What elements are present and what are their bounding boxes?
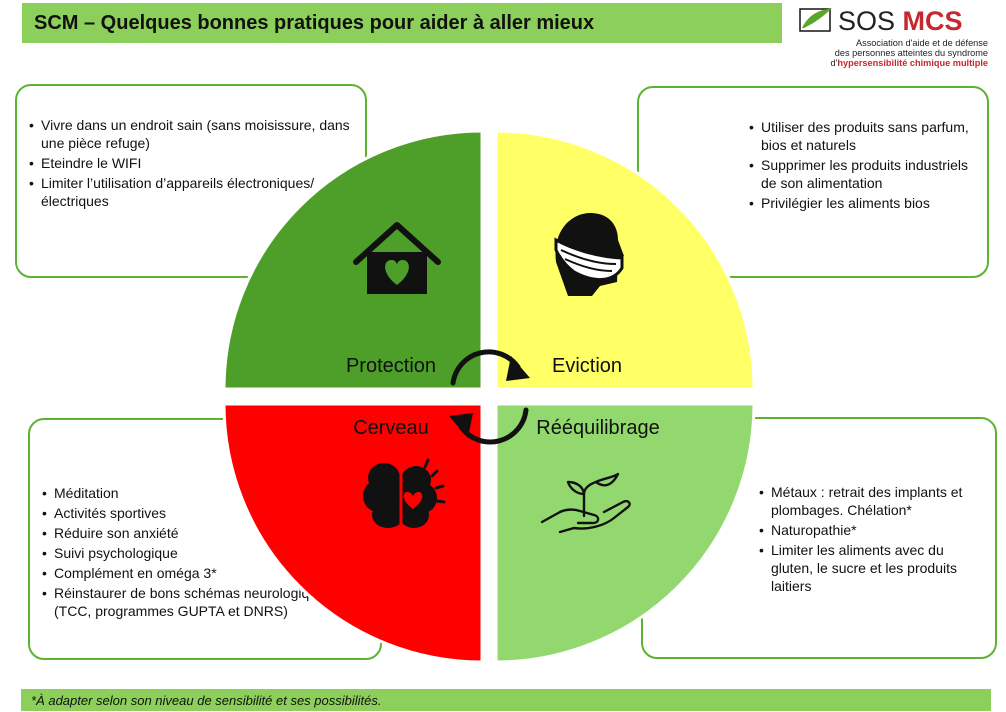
eviction-label: Eviction (552, 355, 622, 377)
protection-list: Vivre dans un endroit sain (sans moisiss… (29, 116, 355, 210)
list-item: Complément en oméga 3* (42, 564, 372, 582)
list-item: Vivre dans un endroit sain (sans moisiss… (29, 116, 355, 152)
protection-quadrant (222, 129, 484, 391)
hand-plant-icon (540, 472, 631, 534)
list-item: Activités sportives (42, 504, 372, 522)
list-item: Privilégier les aliments bios (749, 194, 977, 212)
footer-note-bar: *À adapter selon son niveau de sensibili… (21, 689, 991, 711)
logo-tagline-1: Association d'aide et de défense (855, 38, 988, 48)
list-item: Suivi psychologique (42, 544, 372, 562)
list-item: Méditation (42, 484, 372, 502)
protection-label: Protection (346, 355, 436, 377)
list-item: Eteindre le WIFI (29, 154, 355, 172)
footer-note: *À adapter selon son niveau de sensibili… (31, 692, 382, 708)
list-item: Métaux : retrait des implants et plombag… (759, 483, 987, 519)
sos-mcs-logo: SOS MCS Association d'aide et de défense… (798, 6, 988, 70)
list-item: Utiliser des produits sans parfum, bios … (749, 118, 977, 154)
logo-tagline-3: d'hypersensibilité chimique multiple (830, 58, 988, 68)
cerveau-label: Cerveau (353, 417, 429, 439)
list-item: Limiter l’utilisation d’appareils électr… (29, 174, 355, 210)
logo-tagline-2: des personnes atteintes du syndrome (834, 48, 988, 58)
title-bar: SCM – Quelques bonnes pratiques pour aid… (22, 3, 782, 43)
list-item: Réduire son anxiété (42, 524, 372, 542)
protection-tips-box: Vivre dans un endroit sain (sans moisiss… (15, 84, 367, 278)
list-item: Supprimer les produits industriels de so… (749, 156, 977, 192)
reequilibrage-list: Métaux : retrait des implants et plombag… (759, 483, 987, 595)
reequilibrage-label: Rééquilibrage (536, 417, 659, 439)
page-title: SCM – Quelques bonnes pratiques pour aid… (34, 11, 595, 34)
cerveau-quadrant (222, 402, 484, 664)
eviction-quadrant (494, 129, 756, 391)
logo-name: SOS MCS (838, 6, 963, 36)
eviction-list: Utiliser des produits sans parfum, bios … (749, 118, 977, 212)
list-item: Réinstaurer de bons schémas neurologique… (42, 584, 372, 620)
cycle-arrows-icon (449, 349, 530, 445)
house-heart-icon (353, 222, 441, 294)
list-item: Limiter les aliments avec du gluten, le … (759, 541, 987, 595)
cerveau-list: Méditation Activités sportives Réduire s… (42, 484, 372, 620)
list-item: Naturopathie* (759, 521, 987, 539)
logo-leaf-icon (799, 8, 832, 32)
reequilibrage-quadrant (494, 402, 756, 664)
brain-heart-icon (363, 458, 446, 528)
face-mask-icon (554, 212, 624, 296)
